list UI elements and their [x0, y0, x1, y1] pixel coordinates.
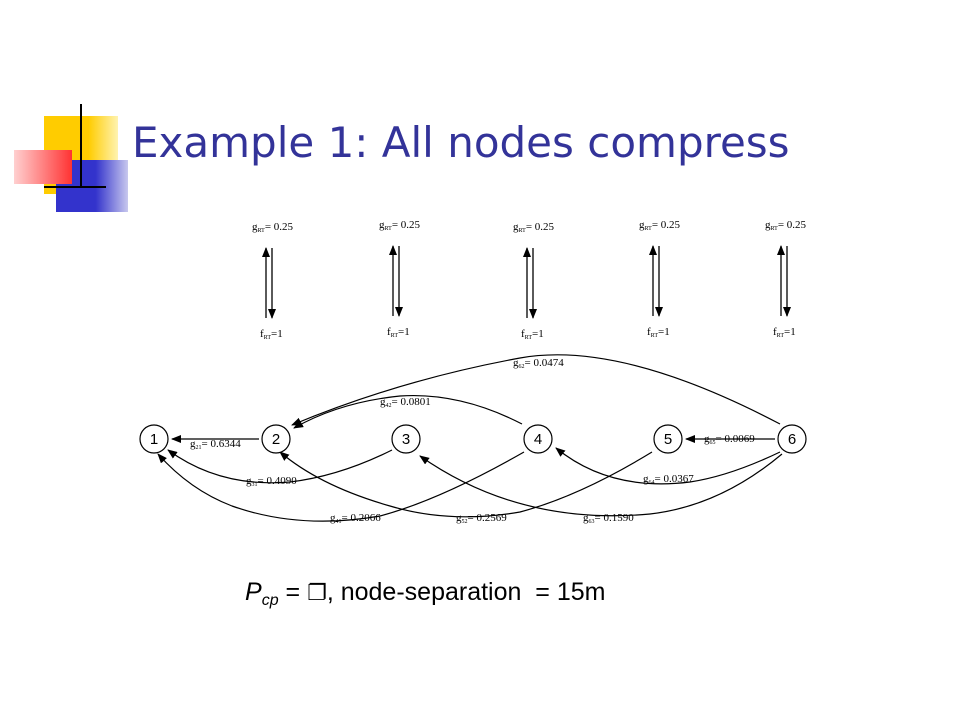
fRT-label-3: fRT=1 — [521, 328, 544, 341]
caption-rest: , node-separation = 15m — [326, 578, 606, 606]
node-4: 4 — [523, 424, 553, 454]
svg-text:2: 2 — [272, 431, 280, 448]
gRT-label-3: gRT= 0.25 — [513, 221, 555, 234]
caption-p-subscript: cp — [261, 592, 279, 609]
fRT-label-1: fRT=1 — [260, 328, 283, 341]
edge-4-1: g41= 0.2066 — [157, 451, 525, 525]
decor-vertical-line — [80, 104, 82, 188]
fRT-label-4: fRT=1 — [647, 326, 670, 339]
edge-label-g42: g42= 0.0801 — [380, 396, 431, 409]
vertical-pair-3: gRT= 0.25 fRT=1 — [513, 221, 555, 341]
caption-p-letter: P — [245, 578, 262, 606]
vertical-pair-5: gRT= 0.25 fRT=1 — [765, 219, 807, 339]
edge-label-g65: g65= 0.0069 — [704, 433, 755, 446]
edge-label-g21: g21= 0.6344 — [190, 438, 241, 451]
svg-text:5: 5 — [664, 431, 672, 448]
node-5: 5 — [653, 424, 683, 454]
slide-title: Example 1: All nodes compress — [132, 118, 790, 167]
fRT-label-2: fRT=1 — [387, 326, 410, 339]
edge-label-g62: g62= 0.0474 — [513, 357, 564, 370]
edge-label-g52: g52= 0.2569 — [456, 512, 507, 525]
node-1: 1 — [139, 424, 169, 454]
decor-horizontal-line — [44, 186, 106, 188]
edge-3-1: g31= 0.4090 — [167, 449, 393, 488]
edge-label-g64: g64= 0.0367 — [643, 473, 694, 486]
decor-red-block — [14, 150, 72, 184]
vertical-pair-1: gRT= 0.25 fRT=1 — [252, 221, 294, 341]
gRT-label-2: gRT= 0.25 — [379, 219, 421, 232]
node-3: 3 — [391, 424, 421, 454]
edge-2-1: g21= 0.6344 — [171, 435, 259, 451]
svg-text:3: 3 — [402, 431, 410, 448]
svg-text:4: 4 — [534, 431, 542, 448]
node-2: 2 — [261, 424, 291, 454]
gRT-label-4: gRT= 0.25 — [639, 219, 681, 232]
vertical-pair-2: gRT= 0.25 fRT=1 — [379, 219, 421, 339]
edge-label-g41: g41= 0.2066 — [330, 512, 381, 525]
svg-text:1: 1 — [150, 431, 158, 448]
node-6: 6 — [777, 424, 807, 454]
edge-6-3: g63= 0.1590 — [419, 453, 783, 525]
edge-label-g31: g31= 0.4090 — [246, 475, 297, 488]
svg-text:6: 6 — [788, 431, 796, 448]
gRT-label-1: gRT= 0.25 — [252, 221, 294, 234]
edge-6-2: g62= 0.0474 — [291, 354, 781, 426]
edge-4-2: g42= 0.0801 — [293, 394, 523, 429]
caption-value-glyph: ❐ — [307, 581, 327, 606]
edge-6-5: g65= 0.0069 — [685, 433, 775, 446]
fRT-label-5: fRT=1 — [773, 326, 796, 339]
vertical-pair-4: gRT= 0.25 fRT=1 — [639, 219, 681, 339]
edge-6-4: g64= 0.0367 — [555, 447, 781, 486]
edge-5-2: g52= 0.2569 — [279, 451, 653, 525]
gRT-label-5: gRT= 0.25 — [765, 219, 807, 232]
edge-label-g63: g63= 0.1590 — [583, 512, 634, 525]
slide-caption: Pcp = ❐, node-separation = 15m — [245, 578, 605, 610]
caption-equals: = — [278, 578, 308, 606]
